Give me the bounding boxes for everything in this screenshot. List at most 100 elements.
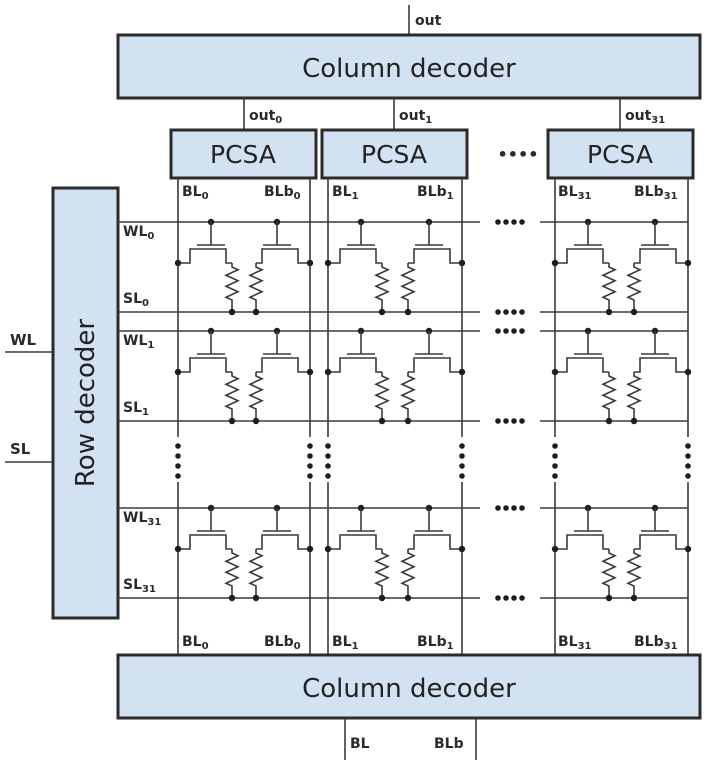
- blb0-label-bottom: BLb0: [264, 634, 301, 652]
- source-junction-dot: [630, 308, 638, 316]
- memory-cell: [400, 218, 466, 316]
- horizontal-ellipsis-dot: [495, 219, 501, 225]
- memory-cell: [551, 327, 617, 425]
- transistor-channel: [408, 357, 462, 373]
- memory-cell: [324, 504, 390, 602]
- horizontal-ellipsis-dot: [519, 219, 525, 225]
- vertical-ellipsis-dot: [552, 473, 558, 479]
- horizontal-ellipsis-dot: [495, 505, 501, 511]
- bitline-junction-dot: [324, 545, 332, 553]
- pcsa-31-box: [546, 128, 695, 180]
- bl31-label-top: BL31: [558, 184, 592, 202]
- horizontal-ellipsis-dot: [503, 309, 509, 315]
- horizontal-ellipsis-dot: [503, 219, 509, 225]
- out0-label: out0: [249, 108, 282, 126]
- horizontal-ellipsis-dot: [495, 328, 501, 334]
- transistor-channel: [555, 357, 609, 373]
- pcsa-1: PCSA: [320, 128, 469, 180]
- row-labels: WL0 SL0 WL1 SL1 WL31 SL31: [123, 224, 161, 595]
- resistor-zigzag: [400, 263, 416, 312]
- transistor-channel: [634, 534, 688, 550]
- resistor-zigzag: [224, 263, 240, 312]
- horizontal-ellipsis-dot: [503, 418, 509, 424]
- bottom-column-decoder: Column decoder: [116, 653, 702, 720]
- source-junction-dot: [378, 594, 386, 602]
- bitline-junction-dot: [174, 368, 182, 376]
- transistor-channel: [328, 534, 382, 550]
- memory-cell: [248, 218, 314, 316]
- resistor-zigzag: [400, 372, 416, 421]
- vertical-ellipsis-dot: [307, 463, 313, 469]
- blb31-label-bottom: BLb31: [634, 634, 678, 652]
- sl0-label: SL0: [123, 291, 149, 309]
- horizontal-ellipsis-dot: [495, 309, 501, 315]
- bl31-label-bottom: BL31: [558, 634, 592, 652]
- vertical-ellipsis-dot: [307, 443, 313, 449]
- transistor-channel: [408, 534, 462, 550]
- vertical-ellipsis-dot: [552, 443, 558, 449]
- transistor-channel: [555, 534, 609, 550]
- transistor-channel: [328, 357, 382, 373]
- resistor-zigzag: [374, 372, 390, 421]
- bitline-junction-dot: [551, 368, 559, 376]
- bl0-label-bottom: BL0: [182, 634, 209, 652]
- pcsa-0-label: PCSA: [210, 140, 276, 169]
- source-junction-dot: [228, 594, 236, 602]
- row-decoder-label: Row decoder: [71, 319, 101, 488]
- horizontal-ellipsis-dot: [511, 595, 517, 601]
- source-junction-dot: [404, 417, 412, 425]
- resistor-zigzag: [248, 263, 264, 312]
- resistor-zigzag: [626, 263, 642, 312]
- transistor-channel: [256, 357, 310, 373]
- horizontal-ellipsis-dot: [519, 309, 525, 315]
- sl-input-label: SL: [10, 440, 31, 458]
- vertical-ellipsis-dot: [175, 473, 181, 479]
- source-junction-dot: [630, 417, 638, 425]
- bitline-junction-dot: [324, 259, 332, 267]
- sl1-label: SL1: [123, 400, 149, 418]
- vertical-ellipsis-dot: [685, 443, 691, 449]
- resistor-zigzag: [224, 549, 240, 598]
- bitline-junction-dot: [324, 368, 332, 376]
- bl0-label-top: BL0: [182, 184, 209, 202]
- pcsa-31: PCSA: [546, 128, 695, 180]
- vertical-ellipsis-dot: [552, 453, 558, 459]
- vertical-ellipsis-dot: [325, 463, 331, 469]
- memory-cell: [324, 327, 390, 425]
- resistor-zigzag: [626, 549, 642, 598]
- vertical-ellipsis-dot: [307, 473, 313, 479]
- horizontal-ellipsis-dot: [511, 418, 517, 424]
- vertical-ellipsis-dot: [459, 453, 465, 459]
- resistor-zigzag: [626, 372, 642, 421]
- bitline-junction-dot: [306, 545, 314, 553]
- bl1-label-bottom: BL1: [332, 634, 359, 652]
- bitline-junction-dot: [551, 259, 559, 267]
- bitline-junction-dot: [306, 259, 314, 267]
- blb0-label-top: BLb0: [264, 184, 301, 202]
- top-column-decoder-box: [116, 33, 702, 100]
- bitline-junction-dot: [684, 545, 692, 553]
- horizontal-ellipsis-dot: [519, 595, 525, 601]
- transistor-channel: [328, 248, 382, 264]
- memory-cell: [174, 327, 240, 425]
- resistor-zigzag: [400, 549, 416, 598]
- bitline-junction-dot: [458, 368, 466, 376]
- transistor-channel: [634, 248, 688, 264]
- wl-input-label: WL: [10, 331, 37, 349]
- horizontal-ellipsis-dot: [503, 328, 509, 334]
- vertical-ellipsis-dot: [459, 473, 465, 479]
- source-junction-dot: [378, 417, 386, 425]
- memory-cell: [626, 504, 692, 602]
- transistor-channel: [178, 534, 232, 550]
- horizontal-ellipsis-dot: [519, 328, 525, 334]
- pcsa-1-label: PCSA: [361, 140, 427, 169]
- memory-cell: [324, 218, 390, 316]
- blb1-label-bottom: BLb1: [417, 634, 454, 652]
- wl1-label: WL1: [123, 333, 154, 351]
- source-junction-dot: [605, 308, 613, 316]
- vertical-ellipsis-dot: [175, 443, 181, 449]
- horizontal-ellipsis-dot: [495, 418, 501, 424]
- memory-cell: [248, 327, 314, 425]
- wl31-label: WL31: [123, 510, 161, 528]
